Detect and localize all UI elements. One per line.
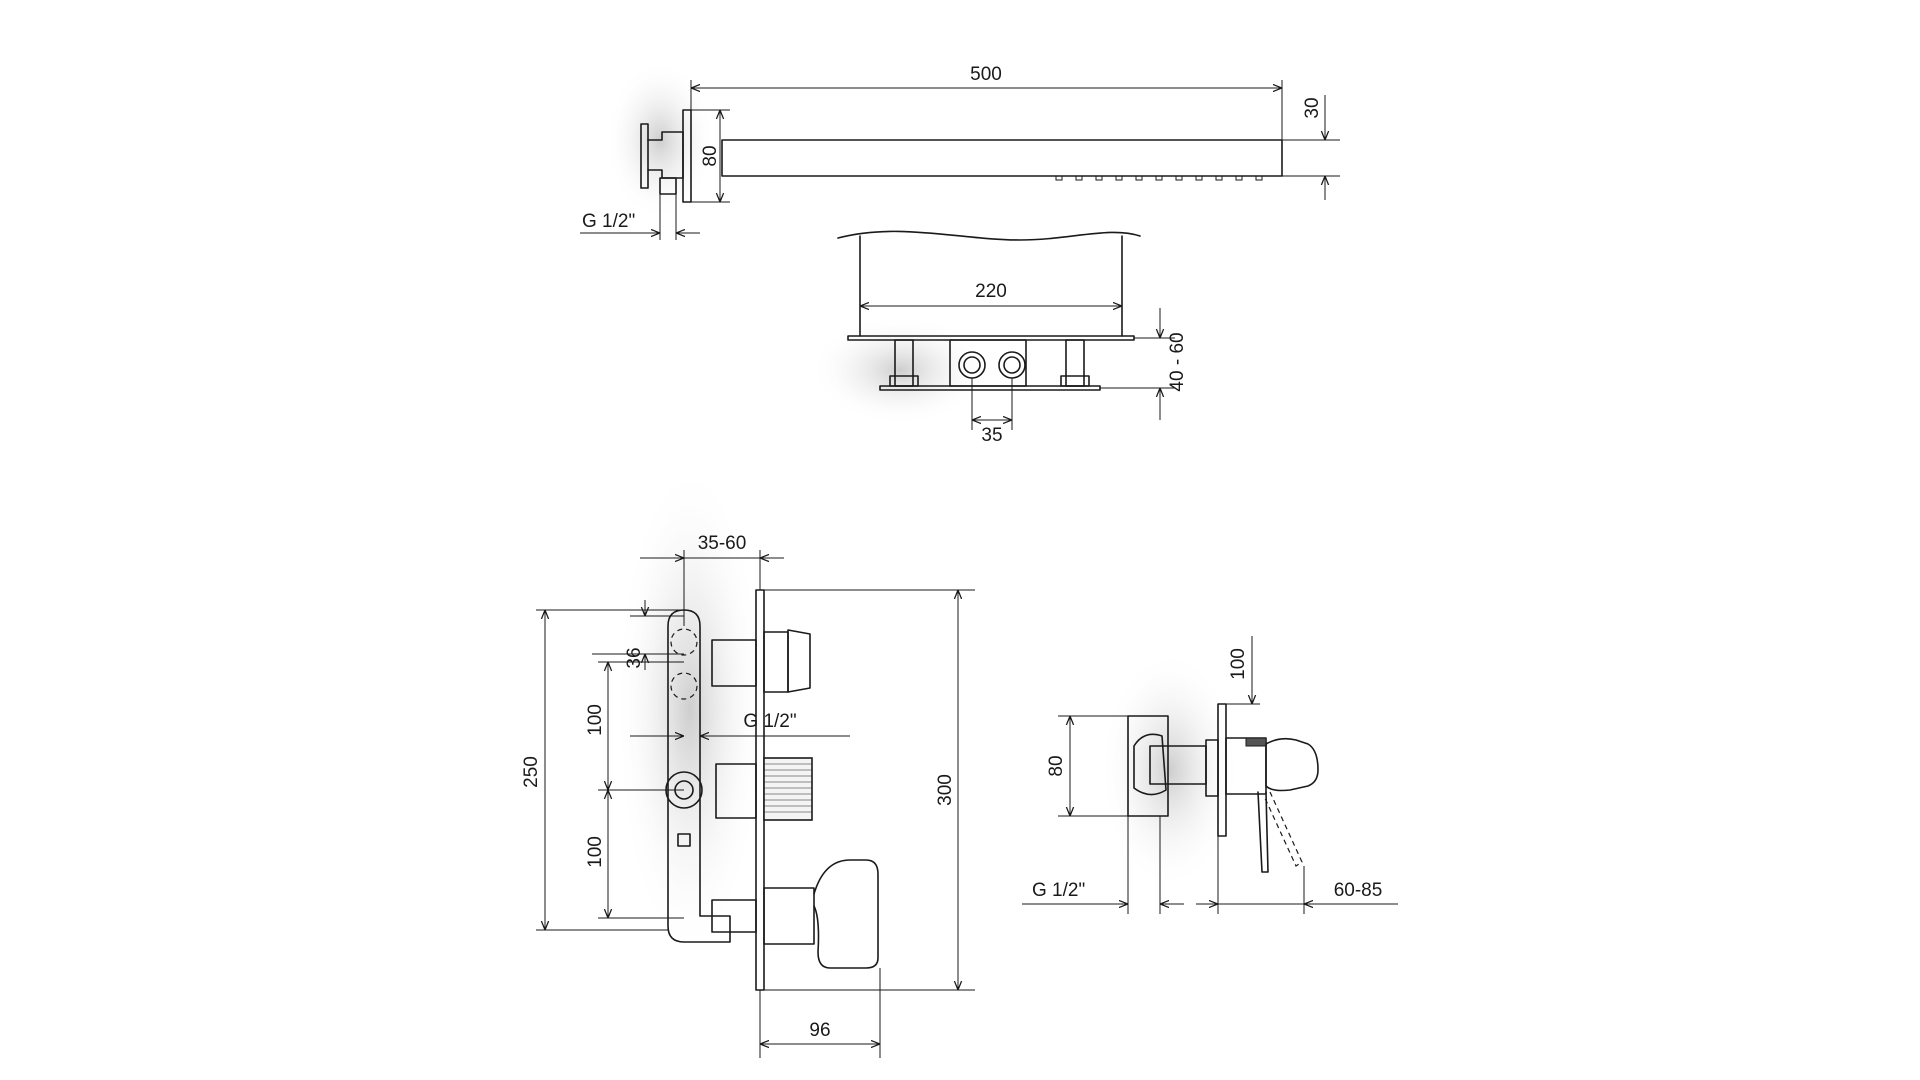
in-wall-box-view: 220 40 - 60 35 bbox=[810, 230, 1188, 446]
dim-35-60-label: 35-60 bbox=[698, 533, 747, 554]
mid-knurled-knob bbox=[763, 757, 813, 821]
mixer-side-view: 100 80 G 1/2" 60-85 bbox=[1022, 636, 1398, 914]
wall-break-line bbox=[837, 230, 1141, 241]
side-handle bbox=[1265, 737, 1319, 792]
dim-100-b-label: 100 bbox=[585, 836, 606, 868]
dim-side-thread-label: G 1/2" bbox=[1032, 880, 1085, 901]
dim-500-label: 500 bbox=[970, 64, 1002, 85]
inlet-right-inner bbox=[1003, 356, 1021, 374]
inlet-left-inner bbox=[963, 356, 981, 374]
mid-valve-stem bbox=[715, 763, 757, 819]
dim-300-label: 300 bbox=[935, 774, 956, 806]
inlet-right-outer bbox=[998, 351, 1026, 379]
box-leg-right-foot bbox=[1060, 375, 1090, 387]
lever-hub bbox=[763, 887, 815, 945]
dim-220-label: 220 bbox=[975, 281, 1007, 302]
mixer-lever bbox=[813, 859, 879, 969]
box-leg-left-foot bbox=[889, 375, 919, 387]
mixer-front-view: 35-60 36 100 100 250 300 G 1/2" 96 bbox=[521, 460, 975, 1058]
inlet-body bbox=[949, 339, 1027, 387]
dim-60-85-label: 60-85 bbox=[1334, 880, 1383, 901]
dim-30-label: 30 bbox=[1302, 97, 1323, 118]
lever-base bbox=[711, 899, 757, 933]
dim-250-label: 250 bbox=[521, 756, 542, 788]
side-valve-block bbox=[1127, 715, 1169, 817]
shower-arm-view: 500 80 30 G 1/2" bbox=[580, 60, 1340, 240]
port-top-b bbox=[670, 672, 698, 700]
dim-80-arm-label: 80 bbox=[700, 145, 721, 166]
dim-35-label: 35 bbox=[981, 425, 1002, 446]
mixer-body-pipe bbox=[667, 609, 731, 943]
port-mid-screw bbox=[677, 833, 691, 847]
wall-flange bbox=[640, 123, 649, 189]
side-valve-cross bbox=[1133, 733, 1167, 796]
top-knob-cap bbox=[787, 629, 811, 693]
top-knob bbox=[763, 631, 789, 693]
spray-nozzles bbox=[1055, 175, 1263, 181]
mixer-shadow bbox=[615, 460, 765, 960]
side-lever-dashed bbox=[1263, 791, 1303, 867]
dim-side-100-label: 100 bbox=[1228, 648, 1249, 680]
dim-40-60-label: 40 - 60 bbox=[1167, 332, 1188, 391]
dim-side-80-label: 80 bbox=[1046, 755, 1067, 776]
dim-mixer-thread-label: G 1/2" bbox=[743, 711, 796, 732]
knurl-pattern bbox=[764, 763, 812, 813]
arm-mount-block bbox=[682, 109, 692, 203]
shower-arm bbox=[721, 139, 1283, 177]
dim-96-label: 96 bbox=[809, 1020, 830, 1041]
side-lever-solid bbox=[1257, 791, 1269, 873]
side-shadow bbox=[1100, 650, 1240, 890]
box-shadow bbox=[810, 315, 990, 425]
side-stem bbox=[1205, 739, 1219, 797]
port-top-a bbox=[670, 628, 698, 656]
top-valve-stem bbox=[711, 639, 757, 687]
arm-thread-nut bbox=[659, 177, 677, 195]
dim-36-label: 36 bbox=[624, 647, 645, 668]
box-leg-right bbox=[1065, 339, 1085, 387]
side-knurl-ring bbox=[1245, 737, 1267, 747]
dim-arm-thread-label: G 1/2" bbox=[582, 211, 635, 232]
dim-100-a-label: 100 bbox=[585, 704, 606, 736]
